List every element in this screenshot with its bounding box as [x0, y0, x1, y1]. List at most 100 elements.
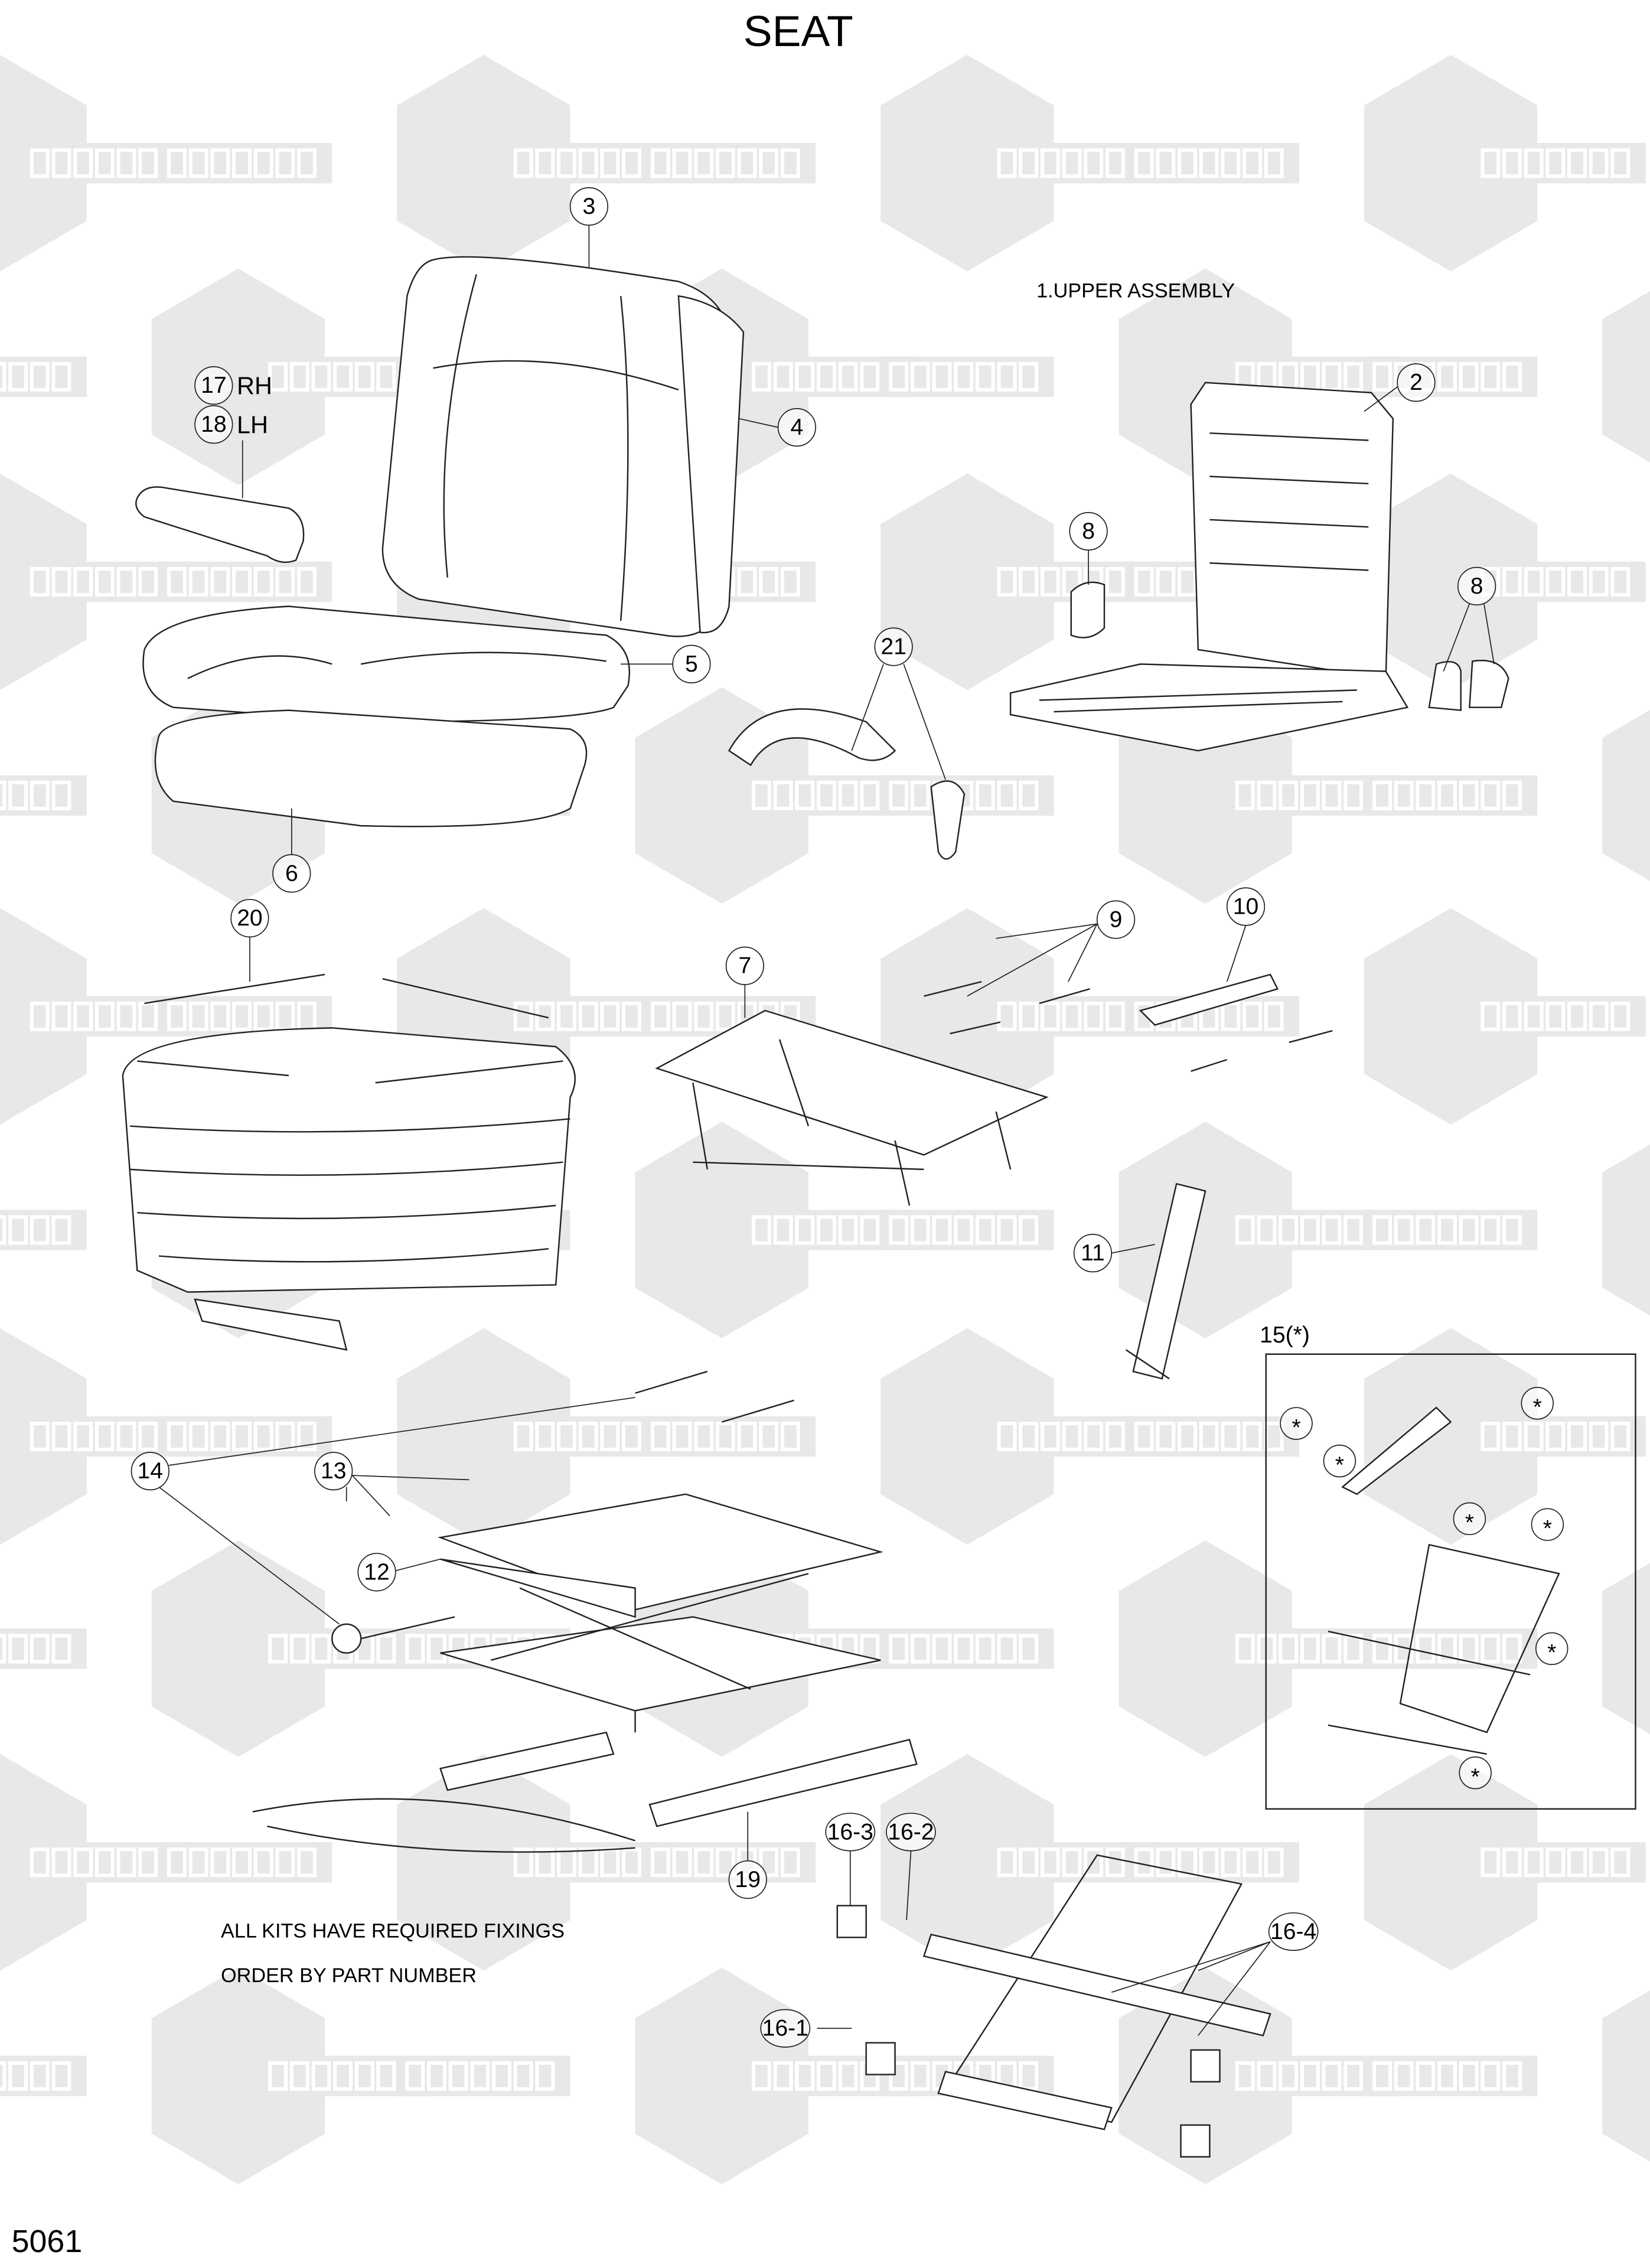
callout-number: 17 [201, 373, 226, 398]
callout-number: 21 [881, 634, 906, 660]
callout-4: 4 [739, 408, 816, 447]
callout-circle [1226, 887, 1266, 926]
kit-16-frame [836, 1854, 1271, 2158]
watermark-logo [881, 1122, 1401, 1338]
kit-marker: * [1335, 1452, 1344, 1478]
callout-circle [1397, 363, 1436, 402]
callout-5: 5 [621, 644, 711, 684]
callout-number: 14 [138, 1458, 163, 1484]
callout-number: 9 [1110, 907, 1123, 933]
callout-number: 8 [1470, 573, 1483, 599]
kit-marker-circle [1531, 1508, 1564, 1541]
watermark-logo [1126, 1754, 1646, 1971]
leader-line [351, 1475, 390, 1517]
kit-marker: * [1471, 1764, 1480, 1790]
callout-circle [777, 408, 816, 447]
page-number: 5061 [12, 2224, 83, 2259]
callout-9: 9 [967, 900, 1136, 997]
callout-number: 8 [1082, 519, 1095, 544]
suspension-bellows [122, 973, 576, 1351]
callout-11: 11 [1073, 1234, 1155, 1273]
leader-line [1198, 1941, 1271, 2036]
callout-circle [1096, 900, 1136, 939]
kit-marker-circle [1323, 1444, 1356, 1478]
leader-line [1483, 603, 1495, 664]
callout-7: 7 [725, 946, 764, 1018]
callout-number: 16-4 [1270, 1919, 1316, 1944]
callout-6: 6 [272, 808, 311, 893]
watermark-logo [1126, 54, 1646, 272]
kit-marker: * [1533, 1395, 1542, 1420]
kit-marker-circle [1535, 1632, 1569, 1666]
leader-line [996, 923, 1097, 939]
leader-line [851, 664, 884, 751]
leader-line [967, 923, 1098, 997]
upper-scissor-frame [655, 1009, 1049, 1206]
callout-number: 16-2 [888, 1819, 934, 1845]
callout-16-2: 16-2 [886, 1813, 936, 1920]
callout-16-3: 16-3 [825, 1813, 876, 1906]
watermark-logo [1364, 1990, 1650, 2162]
callout-number: 6 [285, 861, 298, 886]
watermark-logo [1364, 709, 1650, 881]
kit-marker: * [1465, 1510, 1474, 1536]
callout-16-1: 16-1 [760, 2009, 852, 2048]
leader-line [903, 664, 946, 780]
callout-circle [672, 644, 711, 684]
page-title: SEAT [744, 7, 853, 56]
callout-number: 19 [735, 1867, 760, 1892]
watermark-logo [397, 1967, 917, 2185]
callout-15: 15(*) [1260, 1322, 1310, 1348]
callout-side: LH [237, 410, 268, 438]
watermark-logo [158, 54, 679, 272]
callout-number: 12 [364, 1559, 389, 1585]
callout-2: 2 [1364, 363, 1436, 412]
callout-number: 10 [1233, 894, 1258, 920]
callout-20: 20 [230, 898, 269, 982]
leader-line [906, 1850, 912, 1920]
callout-number: 5 [685, 651, 698, 677]
callout-3: 3 [569, 187, 608, 268]
callout-circle [1457, 566, 1496, 606]
callout-circle [131, 1452, 169, 1491]
damper [1125, 1182, 1206, 1380]
seat-base-cushion [154, 709, 588, 827]
watermark-logo [642, 54, 1162, 272]
callout-circle [357, 1553, 396, 1592]
watermark-logo [0, 1967, 433, 2185]
springs [635, 980, 1090, 1423]
callout-number: 7 [738, 953, 751, 979]
kit-15-box [1265, 1353, 1636, 1810]
watermark-logo [642, 1328, 1162, 1545]
callout-circle [230, 898, 269, 938]
watermark-logo [1126, 908, 1646, 1125]
leader-line [352, 1475, 469, 1481]
watermark-logo [1364, 1144, 1650, 1316]
leader-line [168, 1397, 635, 1466]
kit-marker: * [1292, 1415, 1300, 1441]
callout-8a: 8 [1069, 511, 1108, 585]
callout-8b: 8 [1443, 566, 1496, 672]
lower-scissor-assembly [252, 1493, 918, 1853]
callout-number: 16-1 [762, 2016, 808, 2041]
callout-19: 19 [728, 1811, 767, 1899]
callout-10: 10 [1226, 887, 1266, 982]
callout-circle [874, 627, 913, 666]
watermark-logo [881, 1540, 1401, 1757]
callout-number: 13 [321, 1458, 346, 1484]
leader-line [395, 1559, 441, 1572]
watermark-logo [1126, 1328, 1646, 1545]
callout-circle [825, 1813, 876, 1852]
callout-number: 11 [1081, 1240, 1105, 1266]
leader-line [1198, 1941, 1271, 1972]
callout-13: 13 [314, 1452, 469, 1517]
leader-line [1111, 1941, 1271, 1993]
leader-line [739, 418, 778, 428]
callout-circle [194, 405, 233, 444]
leader-line [1226, 925, 1247, 982]
callout-circle [728, 1860, 767, 1899]
callout-circle [886, 1813, 936, 1852]
backrest-cushion [381, 256, 745, 637]
